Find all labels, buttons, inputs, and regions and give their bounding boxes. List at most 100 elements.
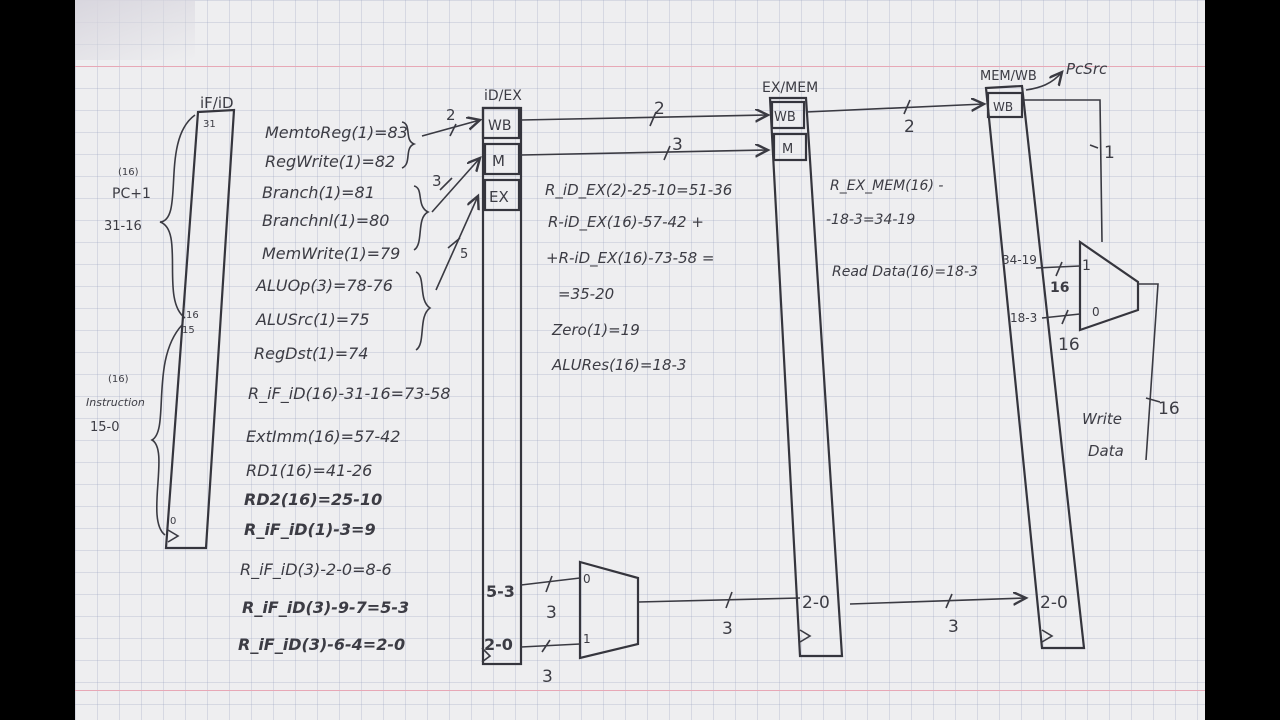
control-signal: MemtoReg(1)=83 — [265, 123, 408, 142]
wb-ex-mem-width: 2 — [654, 99, 665, 119]
ex-mem-field: +R-iD_EX(16)-73-58 = — [546, 249, 715, 268]
id-ex-ex-label: EX — [489, 188, 509, 206]
bus-slash — [945, 593, 953, 609]
ex-mem-clock-mark — [799, 629, 812, 643]
if-id-bit-0: 0 — [170, 516, 176, 527]
instruction-size: (16) — [108, 374, 129, 385]
control-signal: ALUSrc(1)=75 — [255, 310, 370, 329]
id-ex-field: R_iF_iD(3)-9-7=5-3 — [242, 598, 409, 617]
bus-slash — [447, 237, 461, 249]
wb-mux-in0-width: 16 — [1058, 335, 1080, 355]
id-ex-title: iD/EX — [484, 88, 522, 104]
m-brace — [413, 185, 430, 251]
instruction-brace — [150, 324, 183, 536]
m-to-ex-mem — [520, 150, 768, 155]
mem-wb-2-0: 2-0 — [1040, 593, 1068, 613]
ex-mem-field: =35-20 — [558, 285, 614, 303]
write-data-label-2: Data — [1088, 442, 1124, 460]
write-data-wire — [1138, 283, 1159, 461]
bus-slash — [541, 639, 551, 653]
ex-mux-in1: 1 — [583, 632, 591, 646]
pc-brace — [159, 114, 196, 319]
rd-to-mem-wb — [849, 598, 1026, 604]
if-id-bit-15: 15 — [182, 325, 195, 336]
ex-mux-in1-width: 3 — [542, 667, 553, 687]
rd-mem-wb-width: 3 — [948, 617, 959, 637]
bus-slash — [649, 111, 657, 127]
pc-label: PC+1 — [112, 186, 151, 202]
ex-mux-in1-wire — [520, 643, 581, 648]
m-width: 3 — [432, 172, 442, 190]
id-ex-field: R_iF_iD(3)-6-4=2-0 — [238, 635, 405, 654]
control-signal: Branch(1)=81 — [262, 183, 375, 202]
pc-size: (16) — [118, 167, 139, 178]
notebook-page — [75, 0, 1205, 720]
id-ex-field: R_iF_iD(3)-2-0=8-6 — [240, 560, 392, 580]
ex-mux: 0 1 3 3 3 — [520, 560, 801, 687]
bus-slash — [663, 145, 671, 161]
mem-wb-box — [984, 84, 1086, 650]
m-wire — [431, 158, 480, 213]
wb-to-mem-wb — [805, 104, 984, 113]
mem-wb-field: R_EX_MEM(16) - — [830, 178, 943, 194]
id-ex-field: R_iF_iD(1)-3=9 — [244, 520, 376, 539]
ex-mem-field: Zero(1)=19 — [551, 321, 640, 339]
wb-mux: 1 0 1 34-19 18-3 16 16 16 Write Data — [1002, 99, 1180, 461]
page-margin-line — [75, 66, 1205, 67]
m-ex-mem-width: 3 — [672, 135, 683, 155]
if-id-title: iF/iD — [200, 94, 234, 112]
if-id-bit-16: 16 — [186, 310, 199, 321]
bus-slash — [903, 99, 911, 115]
wb-width: 2 — [446, 106, 456, 124]
ex-mem-box — [768, 96, 844, 658]
ex-brace — [415, 271, 432, 351]
id-ex-wb-field — [481, 106, 521, 140]
bus-slash — [439, 177, 453, 191]
ex-mux-out-wire — [637, 597, 801, 603]
control-signals: MemtoReg(1)=83 RegWrite(1)=82 Branch(1)=… — [254, 121, 432, 363]
bus-slash — [545, 575, 553, 593]
ex-mem-wb-field — [770, 100, 806, 130]
control-signal: ALUOp(3)=78-76 — [255, 276, 393, 295]
if-id-register: iF/iD 31 16 15 0 — [150, 94, 236, 550]
instruction-label: Instruction — [86, 396, 145, 409]
ex-mux-out-width: 3 — [722, 619, 733, 639]
wb-mux-in1-wire — [1035, 265, 1081, 269]
id-ex-register: iD/EX WB M EX 5-3 2-0 — [481, 88, 522, 666]
ex-mem-field: R_iD_EX(2)-25-10=51-36 — [545, 181, 732, 200]
wb-brace — [401, 121, 417, 169]
id-ex-5-3: 5-3 — [486, 582, 515, 601]
id-ex-m-field — [483, 142, 521, 176]
ex-mem-fields: R_iD_EX(2)-25-10=51-36 R-iD_EX(16)-57-42… — [545, 181, 732, 374]
if-id-bit-31: 31 — [203, 119, 216, 130]
wb-mux-in1-bits: 34-19 — [1002, 253, 1037, 267]
control-signal: MemWrite(1)=79 — [262, 244, 400, 263]
control-signal: RegWrite(1)=82 — [265, 152, 395, 171]
ex-mem-field: ALURes(16)=18-3 — [551, 356, 686, 374]
ex-mem-title: EX/MEM — [762, 80, 818, 96]
page-shadow — [75, 0, 195, 60]
mem-wb-fields: R_EX_MEM(16) - -18-3=34-19 Read Data(16)… — [826, 178, 978, 280]
wb-control-wire — [1024, 99, 1103, 243]
ex-mem-wb-label: WB — [774, 110, 796, 125]
wb-wire — [421, 120, 480, 137]
ex-mem-field: R-iD_EX(16)-57-42 + — [548, 213, 704, 232]
bus-slash — [449, 123, 457, 137]
wb-mux-in1: 1 — [1082, 258, 1091, 274]
ex-mem-register: EX/MEM WB M 2-0 2 3 — [520, 80, 844, 658]
wb-mux-in0-wire — [1041, 313, 1081, 319]
id-ex-fields: R_iF_iD(16)-31-16=73-58 ExtImm(16)=57-42… — [238, 384, 451, 654]
ex-mux-body — [578, 560, 640, 660]
wb-to-ex-mem — [520, 115, 768, 120]
id-ex-field: R_iF_iD(16)-31-16=73-58 — [248, 384, 451, 404]
bus-slash — [725, 591, 733, 609]
control-signal: RegDst(1)=74 — [254, 344, 368, 363]
ex-width: 5 — [460, 247, 468, 262]
id-ex-wb-label: WB — [488, 118, 511, 134]
wb-mux-label-16: 16 — [1050, 280, 1069, 296]
page-margin-line-bottom — [75, 690, 1205, 691]
wb-mux-in0-bits: 18-3 — [1010, 311, 1037, 325]
id-ex-field: ExtImm(16)=57-42 — [246, 427, 400, 446]
ex-mem-m-field — [772, 132, 808, 162]
mem-wb-field: -18-3=34-19 — [826, 212, 915, 228]
